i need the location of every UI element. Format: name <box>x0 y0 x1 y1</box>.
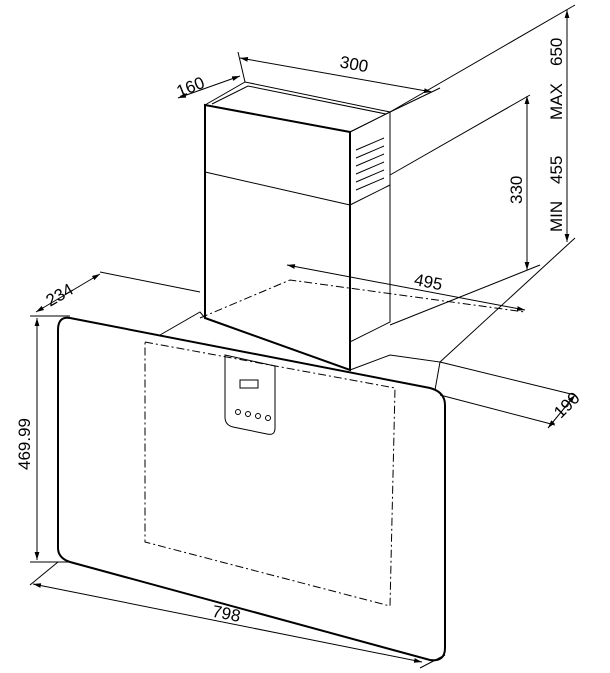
dim-chimney-width: 300 <box>338 53 369 77</box>
button-icon <box>265 415 271 421</box>
dim-chimney-height: 330 <box>507 176 526 204</box>
hidden-body-outline <box>144 341 396 607</box>
dim-chimney-depth: 160 <box>174 73 207 101</box>
dim-hood-width: 798 <box>211 602 242 626</box>
bracket-right <box>349 354 441 391</box>
dim-height-max-value: 650 <box>547 38 566 66</box>
dim-bracket-depth: 190 <box>550 388 583 421</box>
dim-hood-height: 469.99 <box>15 418 34 470</box>
button-icon <box>255 413 261 419</box>
dim-height-min-label: MIN <box>547 201 566 232</box>
dim-bracket-width: 495 <box>413 270 444 294</box>
dimension-lines <box>29 4 576 669</box>
dim-height-max-label: MAX <box>547 83 566 120</box>
dim-hood-depth: 234 <box>43 280 77 311</box>
control-panel <box>224 354 276 435</box>
hood-glass-panel <box>57 316 446 662</box>
button-icon <box>245 411 251 417</box>
dim-height-min-value: 455 <box>547 156 566 184</box>
bracket-left <box>159 311 206 336</box>
chimney <box>203 81 392 372</box>
vent-slots-icon <box>355 137 385 191</box>
display-icon <box>239 379 259 389</box>
hidden-top-outline <box>199 279 526 319</box>
button-icon <box>235 409 241 415</box>
